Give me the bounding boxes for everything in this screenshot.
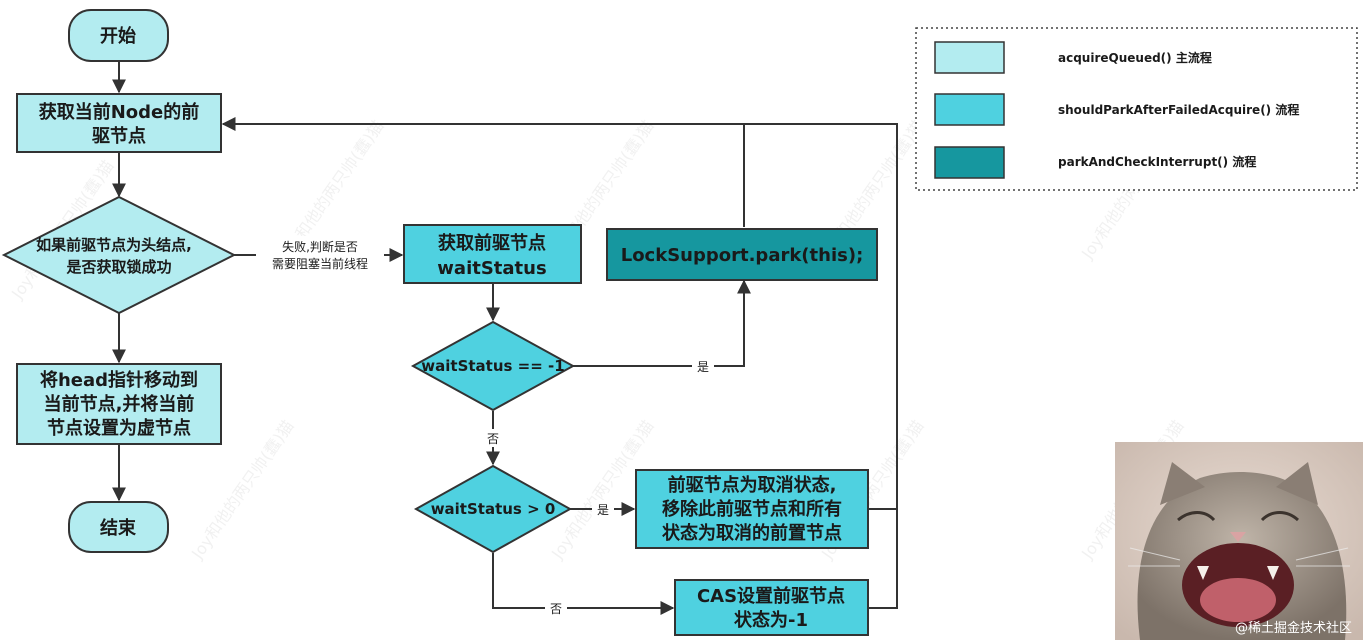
- get-prev-node: 获取当前Node的前 驱节点: [16, 93, 222, 153]
- arrow-ws-gt-no-to-cas: [492, 553, 675, 615]
- move-head-node: 将head指针移动到 当前节点,并将当前 节点设置为虚节点: [16, 363, 222, 445]
- remove-label-line1: 前驱节点为取消状态,: [668, 474, 837, 496]
- no-label-ws-gt: 否: [550, 602, 562, 616]
- fail-label-line1: 失败,判断是否: [282, 239, 358, 254]
- connectors: [112, 62, 898, 615]
- legend-label-should-park: shouldParkAfterFailedAcquire() 流程: [1058, 102, 1299, 117]
- legend-label-park: parkAndCheckInterrupt() 流程: [1058, 154, 1256, 169]
- is-head-decision: 如果前驱节点为头结点, 是否获取锁成功: [1, 195, 237, 315]
- edge-labels: 失败,判断是否 需要阻塞当前线程 是 否 是 否: [256, 236, 714, 617]
- legend-swatch-should-park: [934, 93, 1005, 126]
- park-node: LockSupport.park(this);: [606, 228, 878, 281]
- legend-swatch-main: [934, 41, 1005, 74]
- ws-eq-label: waitStatus == -1: [421, 357, 564, 375]
- move-head-label-line2: 当前节点,并将当前: [44, 393, 195, 415]
- ws-gt-label: waitStatus > 0: [431, 500, 556, 518]
- get-ws-label-line2: waitStatus: [437, 258, 546, 279]
- cat-caption: @稀土掘金技术社区: [1235, 620, 1352, 636]
- ws-gt-decision: waitStatus > 0: [413, 464, 573, 554]
- start-node: 开始: [68, 9, 169, 62]
- is-head-label-line1: 如果前驱节点为头结点,: [36, 236, 192, 254]
- get-prev-label-line1: 获取当前Node的前: [39, 101, 200, 123]
- is-head-label-line2: 是否获取锁成功: [65, 258, 171, 276]
- loop-line-remove: [744, 123, 898, 510]
- park-label: LockSupport.park(this);: [621, 245, 864, 266]
- loop-line-cas: [868, 509, 898, 609]
- cas-set-node: CAS设置前驱节点 状态为-1: [674, 579, 869, 636]
- move-head-label-line3: 节点设置为虚节点: [47, 417, 191, 439]
- yes-label-ws-gt: 是: [597, 503, 609, 517]
- get-ws-node: 获取前驱节点 waitStatus: [403, 224, 582, 284]
- remove-label-line3: 状态为取消的前置节点: [662, 522, 842, 544]
- remove-cancelled-node: 前驱节点为取消状态, 移除此前驱节点和所有 状态为取消的前置节点: [635, 469, 869, 549]
- cas-label-line2: 状态为-1: [734, 609, 808, 631]
- cas-label-line1: CAS设置前驱节点: [697, 585, 845, 607]
- legend-swatch-park: [934, 146, 1005, 179]
- start-label: 开始: [100, 25, 136, 47]
- arrow-ws-eq-yes-to-park: [573, 279, 751, 367]
- ws-eq-decision: waitStatus == -1: [410, 320, 576, 412]
- get-ws-label-line1: 获取前驱节点: [438, 232, 546, 254]
- yes-label-ws-eq: 是: [697, 360, 709, 374]
- end-label: 结束: [100, 517, 137, 539]
- fail-label-line2: 需要阻塞当前线程: [272, 256, 368, 271]
- legend-label-main: acquireQueued() 主流程: [1058, 50, 1212, 65]
- arrow-park-back-to-get-prev: [221, 117, 745, 227]
- get-prev-label-line2: 驱节点: [92, 125, 146, 147]
- end-node: 结束: [68, 501, 169, 553]
- no-label-ws-eq: 否: [487, 432, 499, 446]
- move-head-label-line1: 将head指针移动到: [40, 369, 198, 391]
- legend: acquireQueued() 主流程 shouldParkAfterFaile…: [915, 27, 1358, 191]
- remove-label-line2: 移除此前驱节点和所有: [662, 498, 842, 520]
- laughing-cat-photo-icon: @稀土掘金技术社区: [1115, 442, 1363, 640]
